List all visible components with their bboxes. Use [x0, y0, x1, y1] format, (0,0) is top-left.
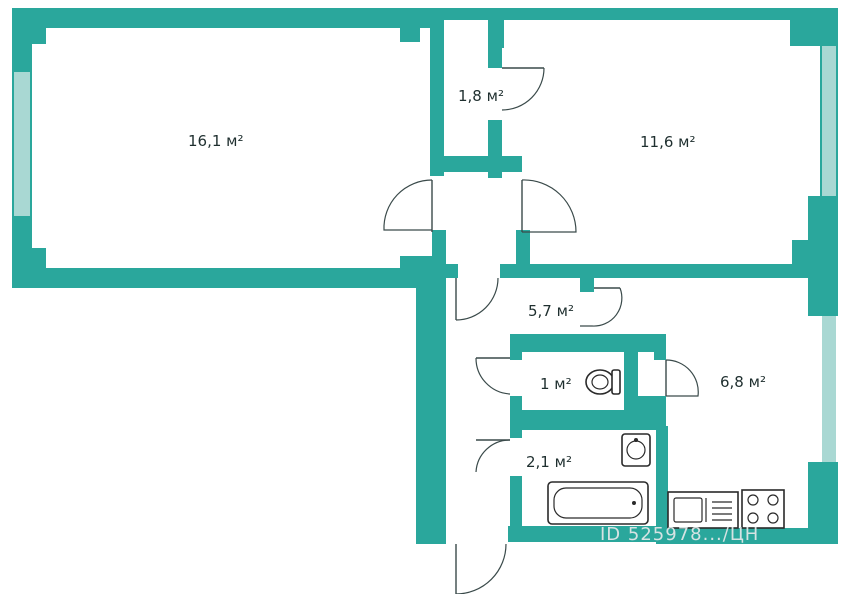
wall-bedroom-bottom: [516, 230, 530, 266]
wall-top-left: [12, 8, 434, 28]
wall-wc-right-low: [638, 396, 666, 410]
room-area-toilet: 1 м²: [540, 375, 572, 393]
walls: [12, 8, 838, 544]
wall-bath-left-top: [510, 426, 522, 438]
doors: [383, 67, 699, 594]
bathtub-icon: [547, 481, 649, 525]
kitchen-sink-icon: [667, 491, 739, 529]
wall-bath-right: [656, 426, 668, 536]
wall-partition-left: [430, 8, 444, 176]
room-area-bedroom: 11,6 м²: [640, 133, 696, 151]
watermark: ID 525978.../ЦН: [600, 524, 759, 545]
pilaster: [400, 28, 420, 42]
wall-top-right: [430, 8, 810, 20]
wall-closet-bottom: [430, 156, 522, 172]
room-area-closet: 1,8 м²: [458, 87, 504, 105]
windows: [14, 46, 836, 462]
wall-kitchen-bottom: [656, 528, 838, 544]
wall-corridor-left: [416, 262, 446, 544]
pilaster: [32, 248, 46, 270]
wall-kitchen-right: [808, 276, 838, 316]
wall-wc-left-top: [510, 334, 522, 360]
wall-wc-bottom: [510, 410, 666, 430]
wall-hall-stub: [446, 264, 458, 278]
wall-wc-top: [510, 334, 666, 352]
wall-closet-right: [488, 20, 502, 68]
room-area-kitchen: 6,8 м²: [720, 373, 766, 391]
pilaster: [32, 28, 46, 44]
wall-bath-left: [510, 476, 522, 536]
window-living: [14, 72, 30, 216]
wall-bedroom-bottom-h: [500, 264, 820, 278]
room-area-hall: 5,7 м²: [528, 302, 574, 320]
stove-icon: [741, 489, 785, 529]
wall-wc-right: [654, 334, 666, 360]
wall-partition-left-low: [432, 230, 446, 270]
wall-bath-bottom: [508, 526, 668, 542]
window-kitchen: [822, 316, 836, 462]
room-labels: 16,1 м² 1,8 м² 11,6 м² 5,7 м² 1 м² 6,8 м…: [188, 87, 766, 471]
room-area-bathroom: 2,1 м²: [526, 453, 572, 471]
wall-hall-right-stub: [580, 276, 594, 292]
wall-left-bottom: [12, 268, 432, 288]
sink-icon: [621, 433, 651, 467]
wall-wc-divider: [624, 350, 638, 412]
room-area-living: 16,1 м²: [188, 132, 244, 150]
window-bedroom: [822, 46, 836, 196]
toilet-icon: [585, 369, 621, 395]
pilaster: [792, 240, 822, 266]
